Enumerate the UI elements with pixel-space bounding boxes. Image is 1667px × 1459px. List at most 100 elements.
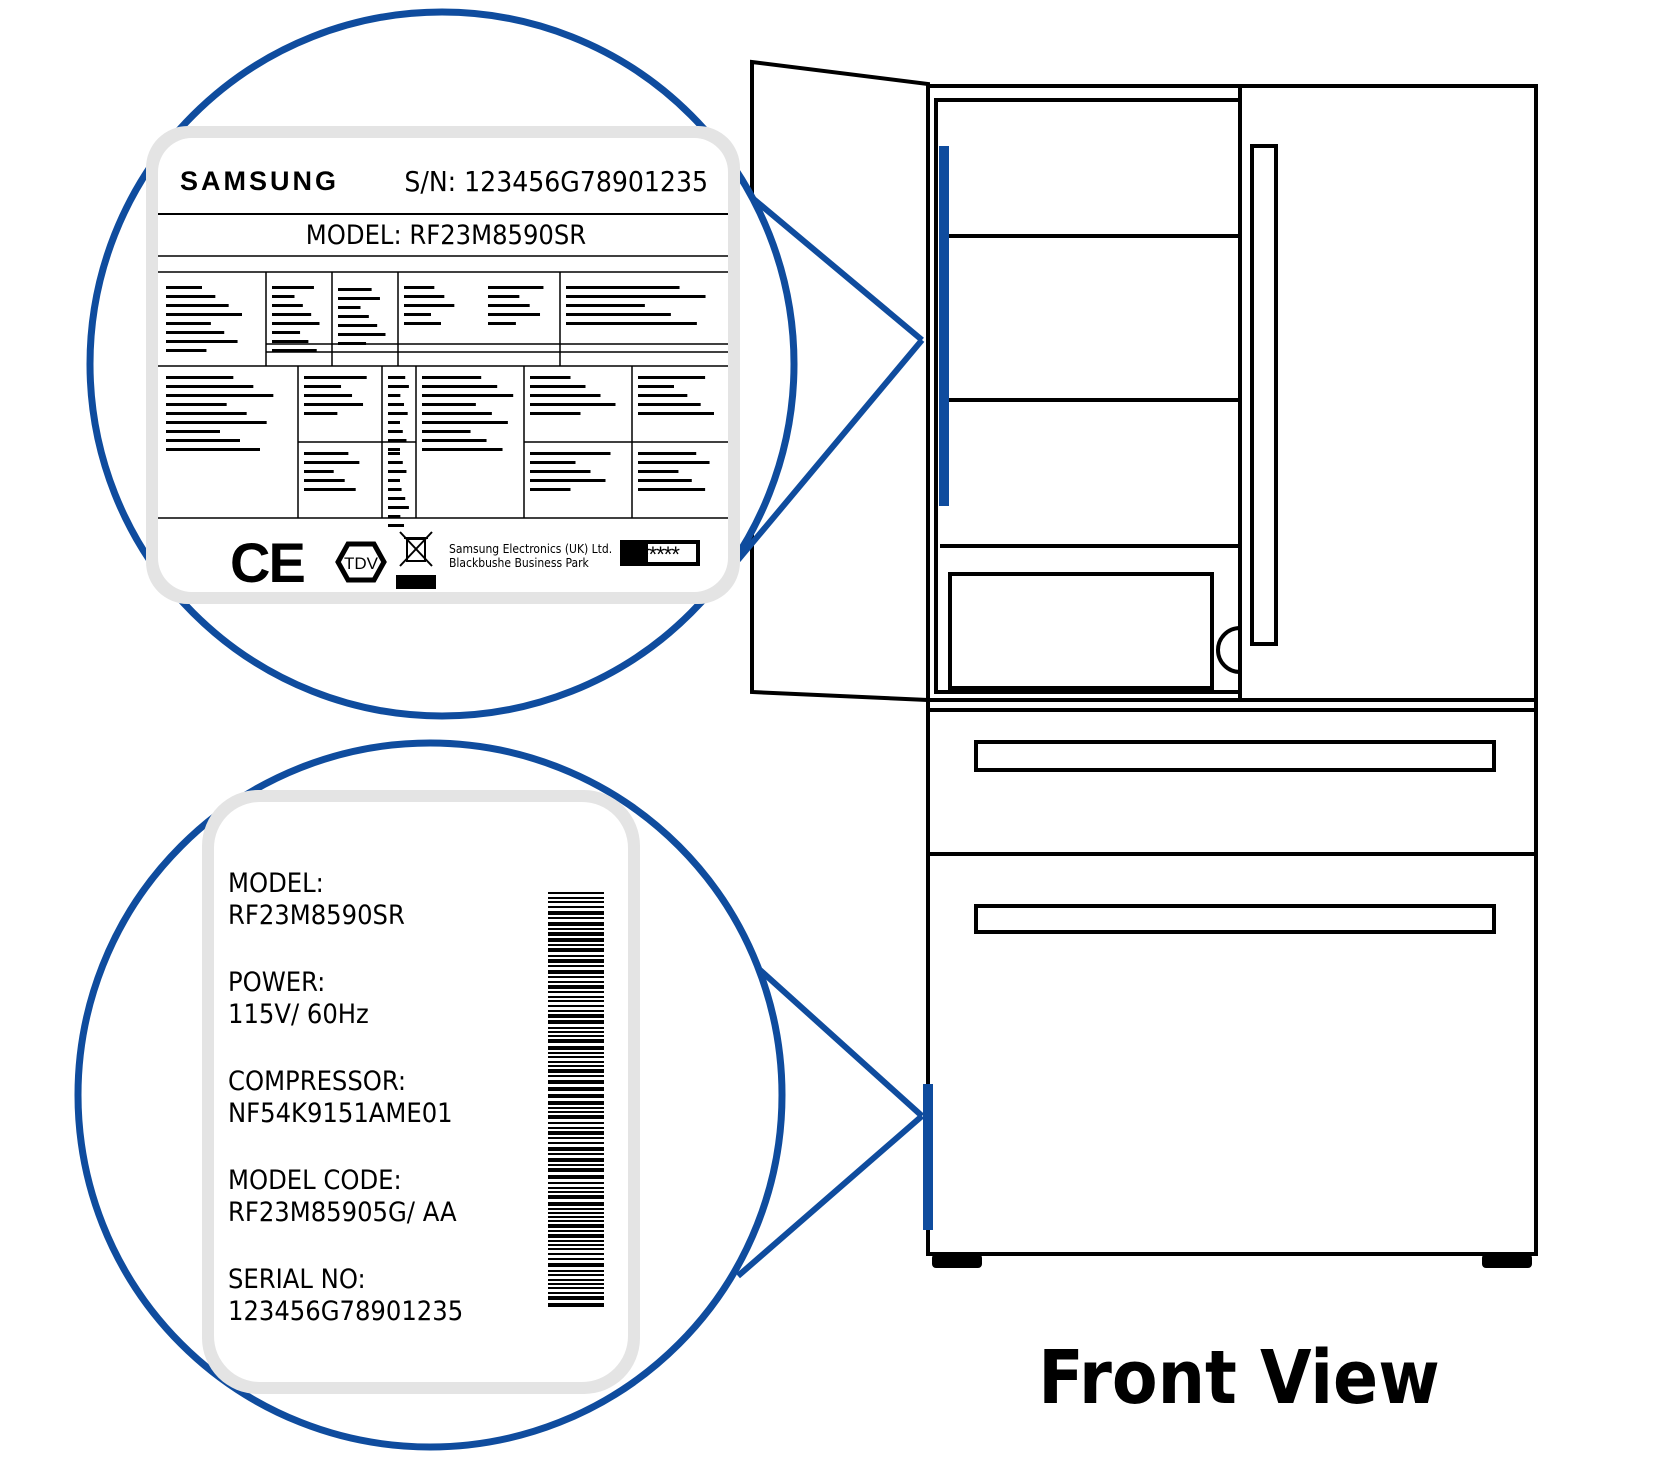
spec-text-line — [166, 331, 225, 334]
barcode-bar — [548, 932, 604, 936]
spec-text-line — [488, 304, 530, 307]
barcode-bar — [548, 996, 604, 998]
highlight-connectors — [735, 183, 925, 1279]
right-foot — [1482, 1254, 1532, 1268]
connector-bottom-lower — [736, 1113, 924, 1279]
barcode-bar — [548, 1075, 604, 1077]
spec-text-line — [530, 412, 581, 415]
barcode-bar — [548, 1224, 604, 1228]
spec-text-line — [566, 322, 697, 325]
spec-text-line — [304, 479, 345, 482]
barcode-bar — [548, 1094, 604, 1098]
spec-text-line — [304, 461, 360, 464]
barcode-bar — [548, 985, 604, 989]
spec-text-line — [166, 430, 220, 433]
weee-bin-icon — [396, 531, 436, 589]
barcode-bar — [548, 1127, 604, 1129]
barcode-bar — [548, 1220, 604, 1222]
spec-text-line — [272, 313, 312, 316]
spec-text-line — [422, 412, 492, 415]
barcode-bar — [548, 1080, 604, 1084]
spec-text-line — [404, 304, 455, 307]
spec-text-line — [404, 313, 431, 316]
spec-text-line — [488, 286, 544, 289]
barcode-bar — [548, 1000, 604, 1002]
barcode-bar — [548, 1069, 604, 1073]
barcode-bar — [548, 1031, 604, 1033]
spec-text-line — [272, 322, 320, 325]
spec-text-line — [304, 452, 349, 455]
side-label-field-name: SERIAL NO: — [228, 1264, 366, 1295]
spec-text-line — [404, 295, 445, 298]
barcode-bar — [548, 1101, 604, 1105]
interior-knob — [1216, 626, 1241, 674]
barcode-bar — [548, 1240, 604, 1242]
spec-text-line — [166, 313, 242, 316]
barcode-bar — [548, 1274, 604, 1276]
spec-text-line — [422, 430, 471, 433]
serial-number: S/N: 123456G78901235 — [404, 165, 708, 198]
spec-text-line — [638, 461, 710, 464]
spec-text-line — [422, 421, 508, 424]
barcode-bar — [548, 1216, 604, 1218]
spec-table-text-placeholders — [166, 286, 714, 527]
barcode-bar — [548, 1005, 604, 1007]
spec-text-line — [272, 340, 309, 343]
barcode-bar — [548, 1303, 604, 1307]
spec-text-line — [422, 439, 487, 442]
barcode-bar — [548, 1234, 604, 1238]
barcode-bar — [548, 1061, 604, 1063]
barcode-bar — [548, 965, 604, 967]
spec-text-line — [304, 385, 342, 388]
svg-text:*****: ***** — [641, 542, 680, 567]
spec-text-line — [338, 324, 378, 327]
barcode-bar — [548, 1287, 604, 1289]
spec-text-line — [272, 349, 317, 352]
spec-text-line — [166, 304, 229, 307]
side-label-field-name: MODEL: — [228, 868, 324, 899]
barcode-bar — [548, 1010, 604, 1012]
spec-text-line — [638, 385, 674, 388]
spec-text-line — [422, 376, 482, 379]
spec-text-line — [404, 322, 441, 325]
spec-text-line — [388, 506, 409, 509]
spec-text-line — [566, 295, 706, 298]
spec-text-line — [388, 461, 403, 464]
connector-bottom-upper — [757, 967, 925, 1119]
spec-text-line — [338, 342, 367, 345]
spec-text-line — [166, 421, 267, 424]
spec-text-line — [166, 349, 207, 352]
rating-label: SAMSUNG S/N: 123456G78901235 MODEL: RF23… — [146, 126, 740, 604]
spec-text-line — [338, 315, 369, 318]
barcode-bar — [548, 1087, 604, 1091]
barcode-bar — [548, 1175, 604, 1179]
spec-text-line — [272, 304, 303, 307]
barcode-bar — [548, 1258, 604, 1260]
spec-text-line — [166, 448, 260, 451]
barcode-bar — [548, 1253, 604, 1255]
barcode-bar — [548, 1052, 604, 1054]
spec-text-line — [638, 376, 706, 379]
spec-text-line — [338, 333, 386, 336]
barcode-bar — [548, 1027, 604, 1029]
spec-text-line — [388, 439, 407, 442]
barcode-bar — [548, 1137, 604, 1139]
spec-text-line — [388, 524, 405, 527]
spec-text-line — [530, 403, 616, 406]
spec-text-line — [388, 412, 408, 415]
spec-text-line — [388, 452, 400, 455]
barcode-bar — [548, 906, 604, 908]
side-label-field-name: COMPRESSOR: — [228, 1066, 406, 1097]
spec-text-line — [166, 439, 240, 442]
barcode-bar — [548, 892, 604, 894]
spec-text-line — [272, 331, 301, 334]
spec-text-line — [166, 412, 247, 415]
upper-drawer-handle — [974, 740, 1496, 772]
spec-text-line — [638, 479, 692, 482]
spec-text-line — [338, 288, 372, 291]
spec-text-line — [566, 304, 645, 307]
barcode-bar — [548, 1263, 604, 1267]
barcode-bar — [548, 1202, 604, 1206]
